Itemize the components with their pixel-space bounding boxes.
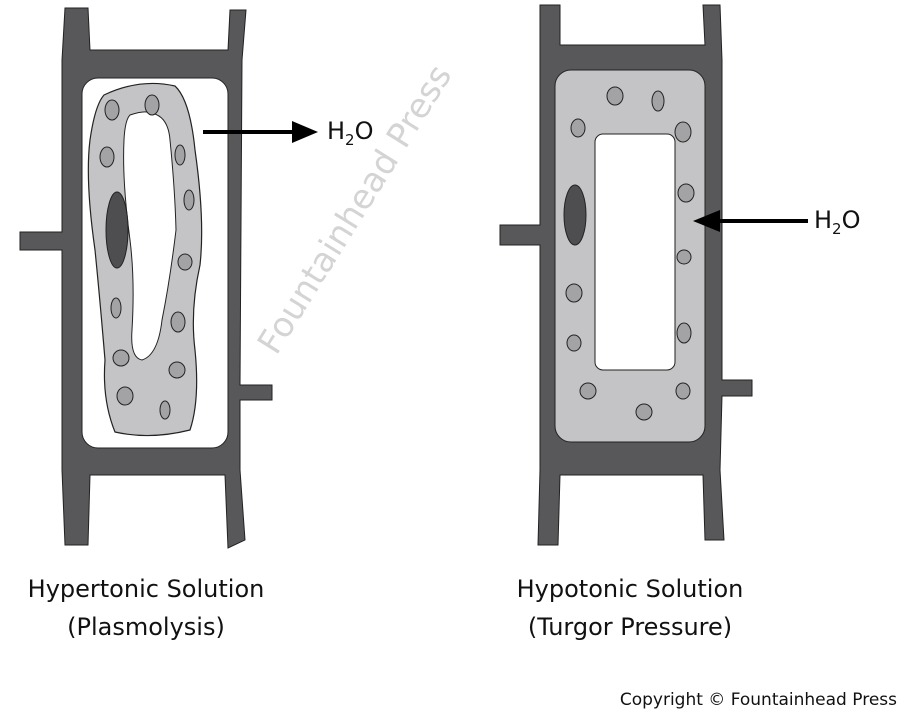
right-chloroplasts <box>565 86 695 421</box>
left-water-label: H2O <box>327 117 374 149</box>
right-water-label: H2O <box>814 206 861 238</box>
right-cell <box>499 4 808 546</box>
left-vacuole <box>123 111 177 361</box>
right-title: Hypotonic Solution <box>516 575 744 603</box>
copyright: Copyright © Fountainhead Press <box>619 690 897 710</box>
right-nucleus <box>563 184 587 246</box>
left-nucleus <box>105 191 129 269</box>
left-cell <box>19 7 318 549</box>
left-caption: Hypertonic Solution (Plasmolysis) <box>0 570 306 646</box>
left-title: Hypertonic Solution <box>27 575 265 603</box>
right-subtitle: (Turgor Pressure) <box>527 613 733 641</box>
left-subtitle: (Plasmolysis) <box>67 613 225 641</box>
left-arrow-out <box>203 121 318 143</box>
left-chloroplasts <box>99 94 195 420</box>
right-arrow-in <box>693 210 808 232</box>
right-vacuole <box>594 133 676 371</box>
right-caption: Hypotonic Solution (Turgor Pressure) <box>470 570 790 646</box>
